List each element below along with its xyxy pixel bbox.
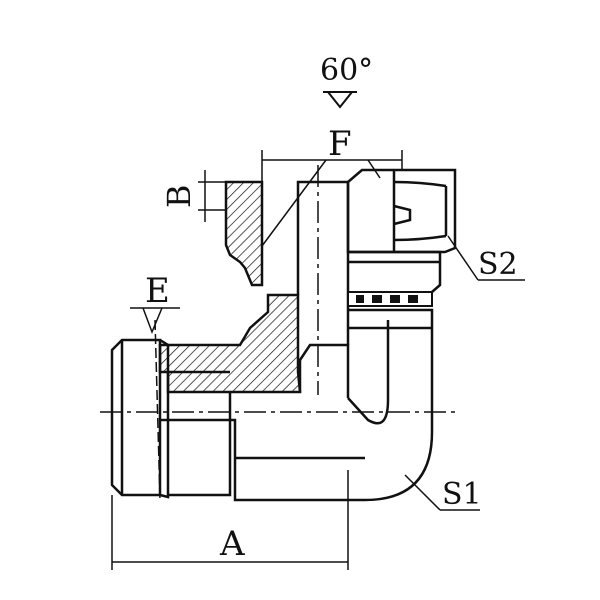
e-label: E [145, 271, 170, 311]
hatched-section-body [158, 293, 302, 394]
ferrule-band [347, 291, 433, 307]
s1-label: S1 [442, 477, 482, 512]
angle-symbol [323, 91, 357, 109]
dimension-a [111, 470, 349, 570]
dimension-f [261, 150, 403, 280]
angle-label: 60° [320, 53, 373, 88]
s2-label: S2 [478, 247, 518, 282]
a-label: A [219, 524, 245, 564]
dimension-e [130, 307, 180, 501]
hex-nut [346, 168, 457, 254]
f-label: F [328, 124, 352, 164]
dimension-b [198, 170, 226, 222]
leader-lines [404, 235, 525, 511]
b-label: B [160, 184, 198, 208]
fitting-body-outline [230, 180, 434, 502]
hatched-section-nut-left [224, 180, 264, 287]
nut-sleeve [348, 250, 442, 293]
